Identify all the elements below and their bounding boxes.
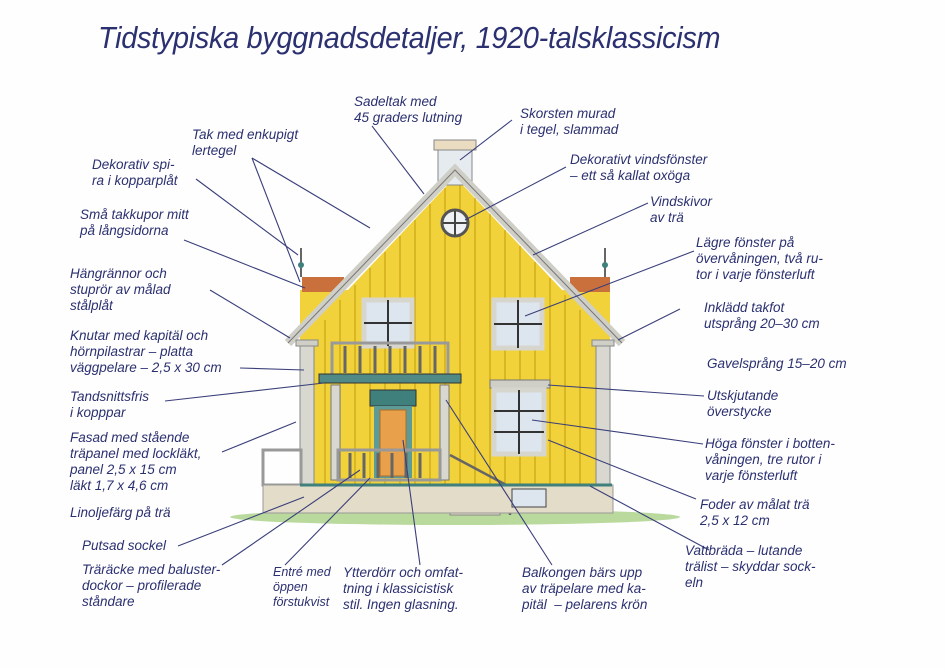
label-vattbrada: Vattbräda – lutande trälist – skyddar so… [685,543,816,590]
label-skorsten: Skorsten murad i tegel, slammad [520,106,619,137]
basement-window [511,488,547,508]
porch-railing [336,448,442,482]
pilaster-right [595,342,611,489]
label-ytterdorr: Ytterdörr och omfat- tning i klassicisti… [343,565,464,612]
label-knutar: Knutar med kapitäl och hörnpilastrar – p… [70,328,222,375]
label-overstycke: Utskjutande överstycke [707,388,779,419]
label-balkong: Balkongen bärs upp av träpelare med ka- … [522,565,648,612]
leader-lines [164,119,710,566]
label-tracke: Träräcke med baluster- dockor – profiler… [82,562,221,609]
label-entre: Entré med öppen förstukvist [273,565,331,609]
porch-column-left [330,384,341,481]
label-linolja: Linoljefärg på trä [70,505,171,520]
label-gavelsprang: Gavelsprång 15–20 cm [707,356,847,371]
plinth [262,484,614,514]
label-takfot: Inklädd takfot utsprång 20–30 cm [704,300,820,331]
label-sadeltak: Sadeltak med 45 graders lutning [354,94,463,125]
label-foder: Foder av målat trä 2,5 x 12 cm [700,497,810,528]
label-fasad: Fasad med stående träpanel med lockläkt,… [70,430,202,493]
side-railing [261,448,303,487]
label-vindsfonster: Dekorativt vindsfönster – ett så kallat … [570,152,708,183]
label-sockel: Putsad sockel [82,538,167,553]
label-vindskivor: Vindskivor av trä [650,194,713,225]
porch-column-right [439,384,450,481]
label-hangrannor: Hängrännor och stuprör av målad stålplåt [70,266,171,313]
label-hoga-fonster: Höga fönster i botten- våningen, tre rut… [705,436,835,483]
label-tak-tegel: Tak med enkupigt lertegel [192,127,299,158]
roof-tile-right [570,277,610,292]
window-overstycke [489,379,551,389]
diagram-title: Tidstypiska byggnadsdetaljer, 1920-talsk… [98,20,721,55]
roof-tile-left [302,277,344,292]
door-pediment [369,389,417,407]
dentil-frieze [318,373,462,384]
label-spira: Dekorativ spi- ra i kopparplåt [92,157,178,188]
label-lagre-fonster: Lägre fönster på övervåningen, två ru- t… [696,235,823,282]
gable [310,177,600,330]
label-takkupor: Små takkupor mitt på långsidorna [80,207,189,238]
label-tandsnitt: Tandsnittsfris i kopppar [70,389,150,420]
